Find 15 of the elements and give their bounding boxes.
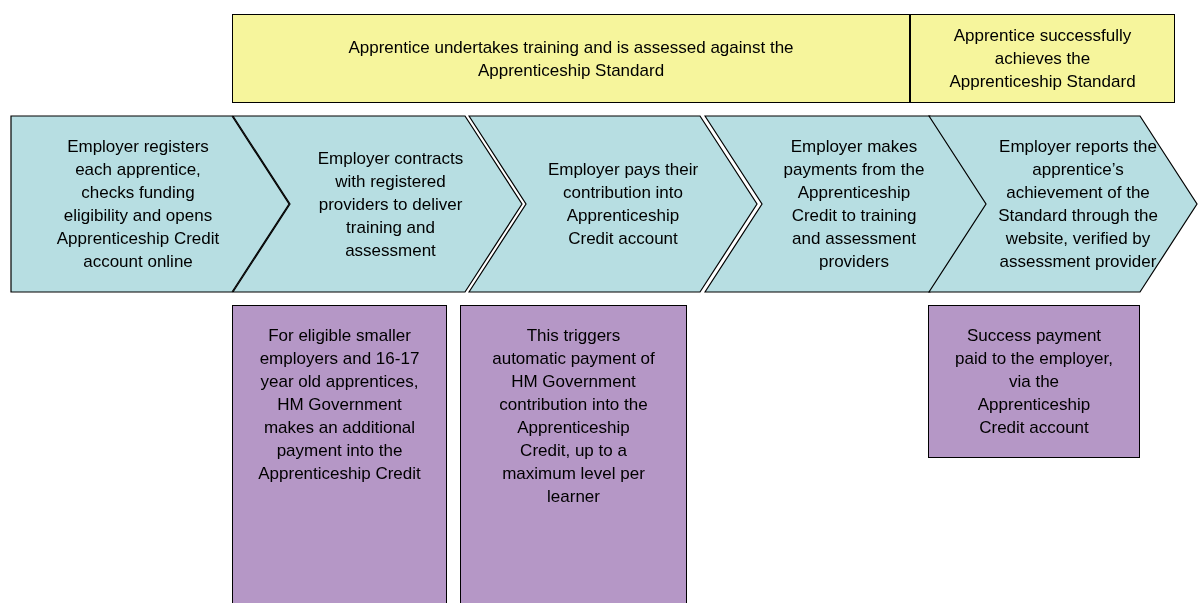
note-box [928,305,1140,458]
step-text: Employer reports the apprentice’s achievement of the Standard through the website, verified by assessment provider [997,136,1159,273]
stage-text: Apprentice successfully achieves the Apprenticeship Standard [948,25,1137,93]
stage-banner [910,14,1175,103]
note-box [460,305,687,603]
note-text: For eligible smaller employers and 16-17 year old apprentices, HM Government makes an additional payment into the Apprenticeship Credit [257,325,422,485]
note-text: Success payment paid to the employer, via the Apprenticeship Credit account [954,325,1114,439]
step-text: Employer contracts with registered providers to deliver training and assessment [316,147,465,262]
note-text: This triggers automatic payment of HM Government contribution into the Apprenticeship Credit, up to a maximum level per learner [491,325,656,508]
step-text: Employer registers each apprentice, checks funding eligibility and opens Apprenticeship Credit account online [55,136,221,273]
step-text: Employer makes payments from the Apprenticeship Credit to training and assessment providers [782,136,926,273]
step-text: Employer pays their contribution into Apprenticeship Credit account [546,159,700,250]
stage-text: Apprentice undertakes training and is assessed against the Apprenticeship Standard [347,36,795,82]
stage-banner [232,14,910,103]
note-box [232,305,447,603]
